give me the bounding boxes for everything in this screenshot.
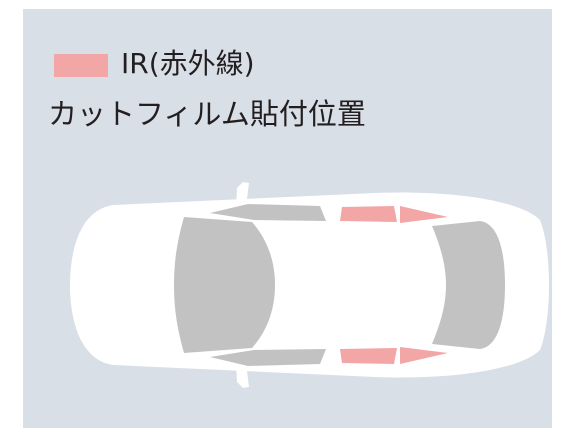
rear-right-window-ir-film — [340, 348, 397, 364]
rear-right-quarter-window-ir-film — [400, 347, 448, 364]
front-right-window — [210, 349, 326, 366]
rear-left-window-ir-film — [340, 206, 397, 222]
film-position-subtitle: カットフィルム貼付位置 — [48, 97, 366, 131]
rear-window — [432, 221, 505, 349]
ir-legend-label: IR(赤外線) — [121, 47, 255, 80]
windshield — [174, 217, 275, 353]
ir-legend-swatch — [54, 54, 108, 77]
front-left-window — [210, 204, 326, 221]
rear-left-quarter-window-ir-film — [400, 206, 448, 223]
